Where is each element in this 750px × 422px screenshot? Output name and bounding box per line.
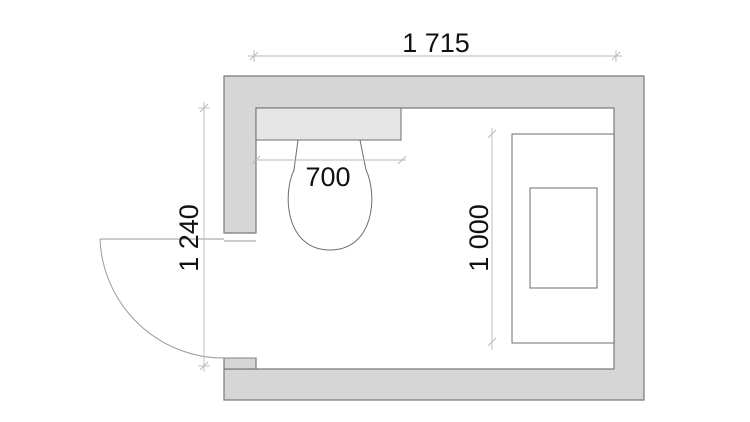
wall-top-right-bottom [223,75,645,401]
dimension-label-tub: 1 000 [464,204,494,272]
bathtub [511,133,615,344]
wall-left-lower-stub [223,357,257,370]
dimension-lines [198,50,622,372]
dimension-label-width: 1 715 [402,28,470,58]
dimension-label-height: 1 240 [174,204,204,272]
door-swing-arc [99,238,225,359]
dimension-label-counter: 700 [305,162,350,192]
walls [223,75,645,401]
bathtub-inner [529,187,598,289]
door [99,238,225,359]
toilet-bowl [287,139,373,251]
counter-top [255,107,402,141]
toilet [287,139,373,251]
